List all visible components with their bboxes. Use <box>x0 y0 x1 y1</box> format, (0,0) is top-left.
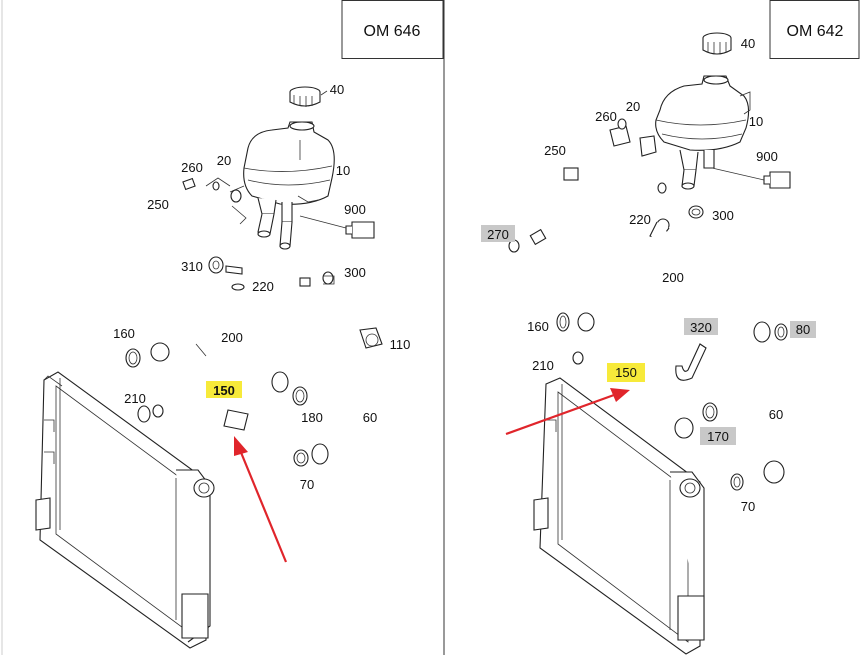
part-label-70-right: 70 <box>741 499 755 514</box>
hose-200-150-right <box>577 228 694 442</box>
part-label-200-left: 200 <box>221 330 243 345</box>
reservoir-cap-right <box>702 32 732 55</box>
part-label-80-right: 80 <box>796 322 810 337</box>
hose-220 <box>208 282 245 332</box>
part-label-260-left: 260 <box>181 160 203 175</box>
part-label-200-right: 200 <box>662 270 684 285</box>
engine-box-right <box>769 0 860 59</box>
fitting-300 <box>322 271 335 285</box>
part-label-20-left: 20 <box>217 153 231 168</box>
part-label-210-left: 210 <box>124 391 146 406</box>
part-label-320-right: 320 <box>690 320 712 335</box>
part-label-250-right: 250 <box>544 143 566 158</box>
part-label-260-right: 260 <box>595 109 617 124</box>
grey-tag-320 <box>684 318 718 335</box>
part-label-220-right: 220 <box>629 212 651 227</box>
part-label-160-left: 160 <box>113 326 135 341</box>
part-label-310-left: 310 <box>181 259 203 274</box>
grey-tag-270 <box>481 225 515 242</box>
engine-box-left <box>341 0 444 59</box>
rings-left <box>125 348 309 467</box>
part-label-10-right: 10 <box>749 114 763 129</box>
part-label-10-left: 10 <box>336 163 350 178</box>
part-label-300-left: 300 <box>344 265 366 280</box>
part-label-270-right: 270 <box>487 227 509 242</box>
radiator-left <box>35 371 215 649</box>
grey-tag-80 <box>790 321 816 338</box>
part-label-60-right: 60 <box>769 407 783 422</box>
part-label-180-left: 180 <box>301 410 323 425</box>
hose-60-right <box>723 321 785 484</box>
reservoir-cap <box>289 86 328 107</box>
part-label-900-right: 900 <box>756 149 778 164</box>
part-label-150-right: 150 <box>615 365 637 380</box>
part-label-160-right: 160 <box>527 319 549 334</box>
part-label-60-left: 60 <box>363 410 377 425</box>
highlight-150-left <box>206 381 242 398</box>
highlight-150-right <box>607 363 645 382</box>
clip-320 <box>675 343 707 381</box>
sensor-900-right <box>711 167 791 189</box>
expansion-tank-right <box>655 75 751 190</box>
part-label-300-right: 300 <box>712 208 734 223</box>
hose-250-right <box>529 118 667 246</box>
part-label-220-left: 220 <box>252 279 274 294</box>
part-label-40-left: 40 <box>330 82 344 97</box>
part-label-170-right: 170 <box>707 429 729 444</box>
hose-200-150 <box>150 320 290 438</box>
part-label-20-right: 20 <box>626 99 640 114</box>
part-label-250-left: 250 <box>147 197 169 212</box>
part-label-900-left: 900 <box>344 202 366 217</box>
sensor-900 <box>299 215 375 239</box>
rings-right <box>556 312 788 491</box>
hose-60 <box>311 327 383 465</box>
part-label-40-right: 40 <box>741 36 755 51</box>
red-arrow-left <box>234 436 288 563</box>
engine-label-left: OM 646 <box>364 23 421 40</box>
hose-250 <box>172 177 311 287</box>
part-label-210-right: 210 <box>532 358 554 373</box>
radiator-right <box>533 377 705 655</box>
part-label-150-left: 150 <box>213 383 235 398</box>
panel-om642: 150 40 260 20 10 250 900 220 300 270 200… <box>481 32 816 655</box>
part-label-70-left: 70 <box>300 477 314 492</box>
part-label-110-left: 110 <box>390 337 411 352</box>
clamp-310 <box>208 256 243 275</box>
red-arrow-right <box>505 388 630 436</box>
grey-tag-170 <box>700 427 736 445</box>
expansion-tank <box>229 121 335 250</box>
engine-label-right: OM 642 <box>787 23 844 40</box>
panel-om646: 150 40 260 20 10 250 900 310 220 300 160… <box>35 82 411 649</box>
